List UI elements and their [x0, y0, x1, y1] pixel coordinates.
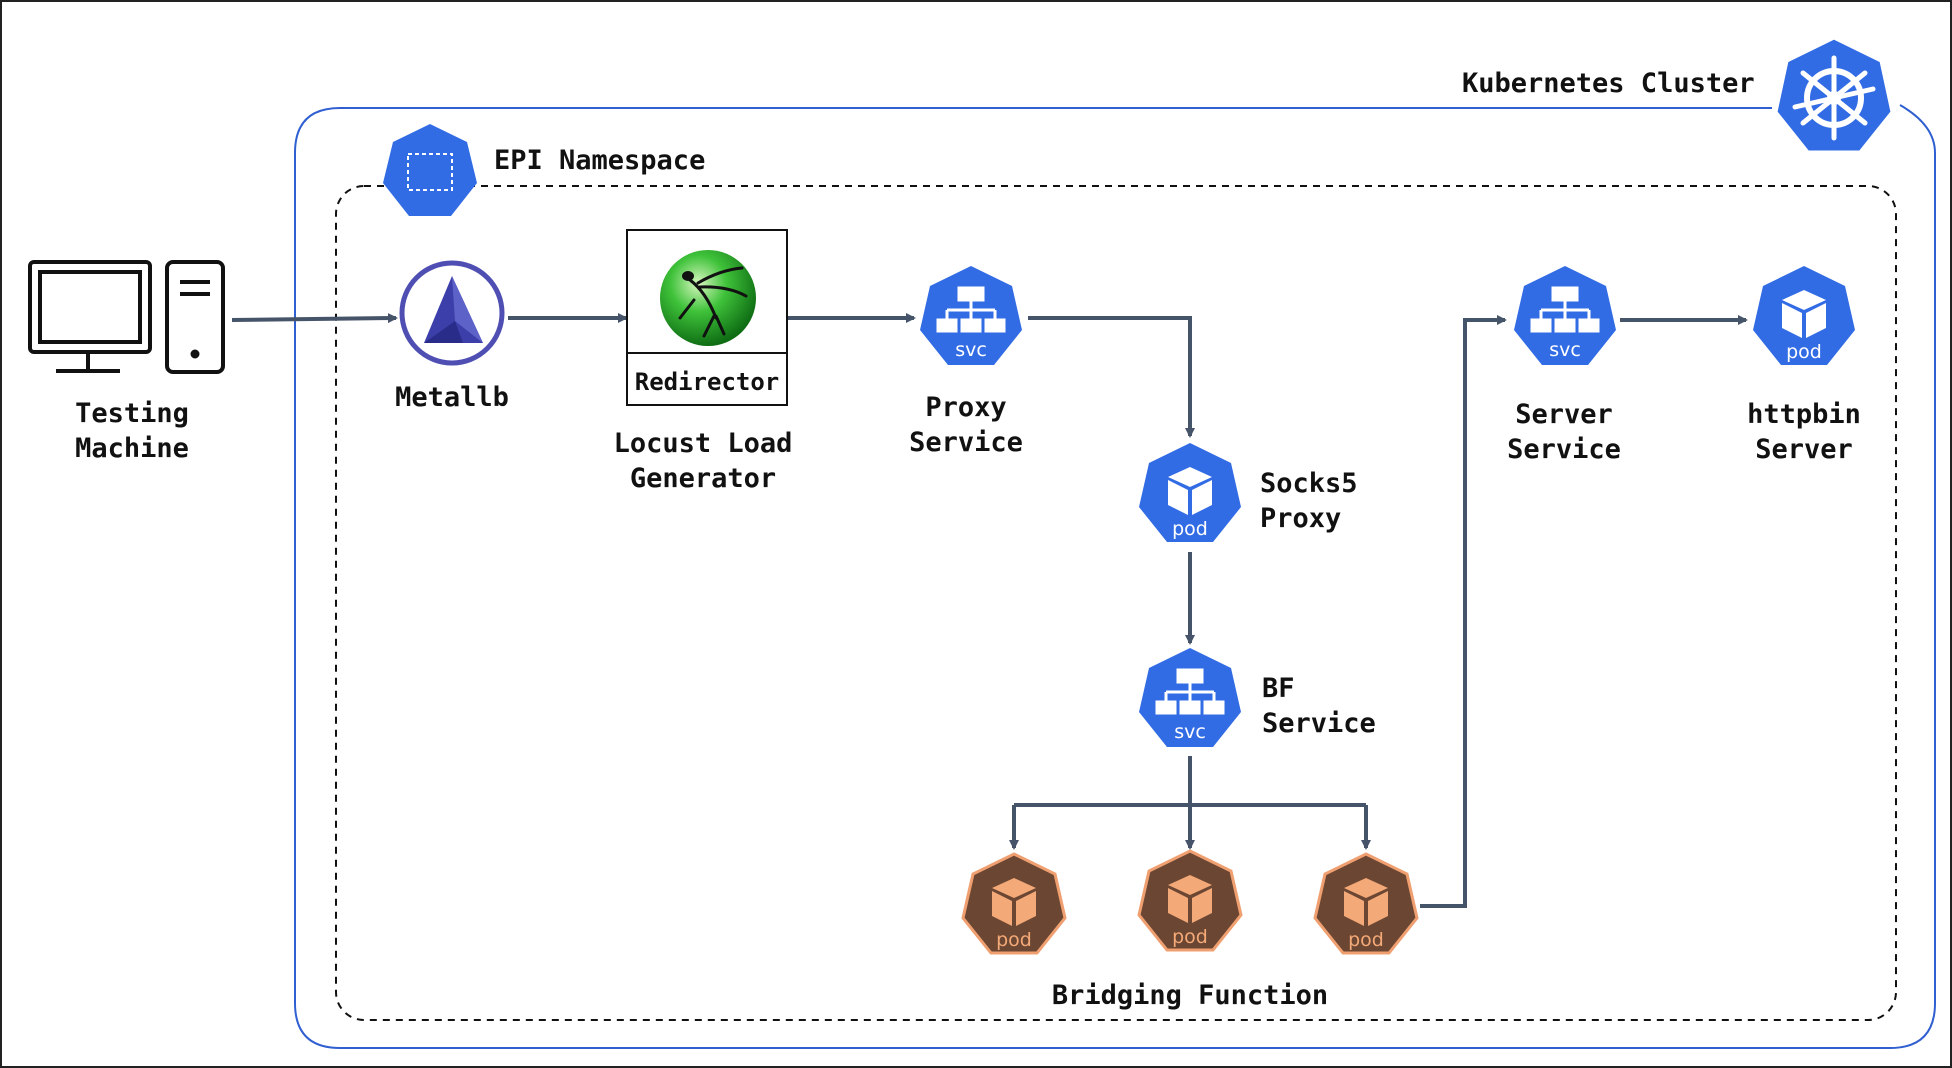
namespace-icon: [383, 124, 477, 216]
cluster-label: Kubernetes Cluster: [1462, 68, 1755, 99]
socks5-label: Socks5 Proxy: [1260, 466, 1358, 536]
testing-machine-line2: Machine: [75, 433, 189, 464]
locust-logo-icon: [660, 250, 756, 346]
bf-service-icon: svc: [1139, 648, 1241, 747]
arrow-proxy-service-to-socks5: [1028, 316, 1195, 438]
testing-machine-label: Testing Machine: [52, 396, 212, 466]
bridging-pod-2-badge: pod: [1172, 926, 1208, 948]
metallb-icon: [399, 260, 505, 366]
proxy-service-label: Proxy Service: [896, 390, 1036, 460]
httpbin-label: httpbin Server: [1734, 397, 1874, 467]
testing-machine-line1: Testing: [75, 398, 189, 429]
bridging-function-label: Bridging Function: [1051, 980, 1329, 1011]
server-service-badge: svc: [1549, 339, 1581, 361]
httpbin-line2: Server: [1755, 434, 1853, 465]
server-service-icon: svc: [1514, 266, 1616, 365]
locust-label: Locust Load Generator: [600, 426, 806, 496]
httpbin-badge: pod: [1786, 341, 1822, 363]
proxy-service-badge: svc: [955, 339, 987, 361]
bridging-pod-1-badge: pod: [996, 929, 1032, 951]
bf-service-line2: Service: [1262, 708, 1376, 739]
bf-service-badge: svc: [1174, 721, 1206, 743]
bf-service-label: BF Service: [1262, 671, 1376, 741]
proxy-service-icon: svc: [920, 266, 1022, 365]
socks5-line2: Proxy: [1260, 503, 1342, 534]
arrow-pod-3-to-server-service: [1420, 315, 1507, 908]
bridging-pod-1: pod: [961, 852, 1067, 955]
httpbin-line1: httpbin: [1747, 399, 1861, 430]
server-service-line2: Service: [1507, 434, 1621, 465]
bridging-pod-2: pod: [1137, 849, 1243, 952]
namespace-label: EPI Namespace: [494, 145, 706, 176]
redirector-label: Redirector: [635, 368, 780, 396]
socks5-line1: Socks5: [1260, 468, 1358, 499]
socks5-badge: pod: [1172, 518, 1208, 540]
bridging-pod-3-badge: pod: [1348, 929, 1384, 951]
bridging-pod-3: pod: [1313, 852, 1419, 955]
locust-line2: Generator: [629, 463, 777, 494]
httpbin-pod-icon: pod: [1753, 266, 1855, 365]
arrow-testing-to-metallb: [231, 313, 398, 324]
socks5-pod-icon: pod: [1139, 443, 1241, 542]
namespace-boundary: [335, 185, 1897, 1021]
proxy-service-line2: Service: [909, 427, 1023, 458]
desktop-computer-icon: [28, 260, 225, 374]
server-service-label: Server Service: [1494, 397, 1634, 467]
bf-service-line1: BF: [1262, 673, 1295, 704]
proxy-service-line1: Proxy: [925, 392, 1007, 423]
server-service-line1: Server: [1515, 399, 1613, 430]
metallb-label: Metallb: [395, 382, 509, 413]
connectors: [231, 313, 1748, 908]
locust-line1: Locust Load: [613, 428, 793, 459]
cluster-boundary: [294, 104, 1936, 1049]
locust-box: Redirector: [626, 229, 788, 406]
helm-wheel-icon: [1774, 36, 1894, 154]
